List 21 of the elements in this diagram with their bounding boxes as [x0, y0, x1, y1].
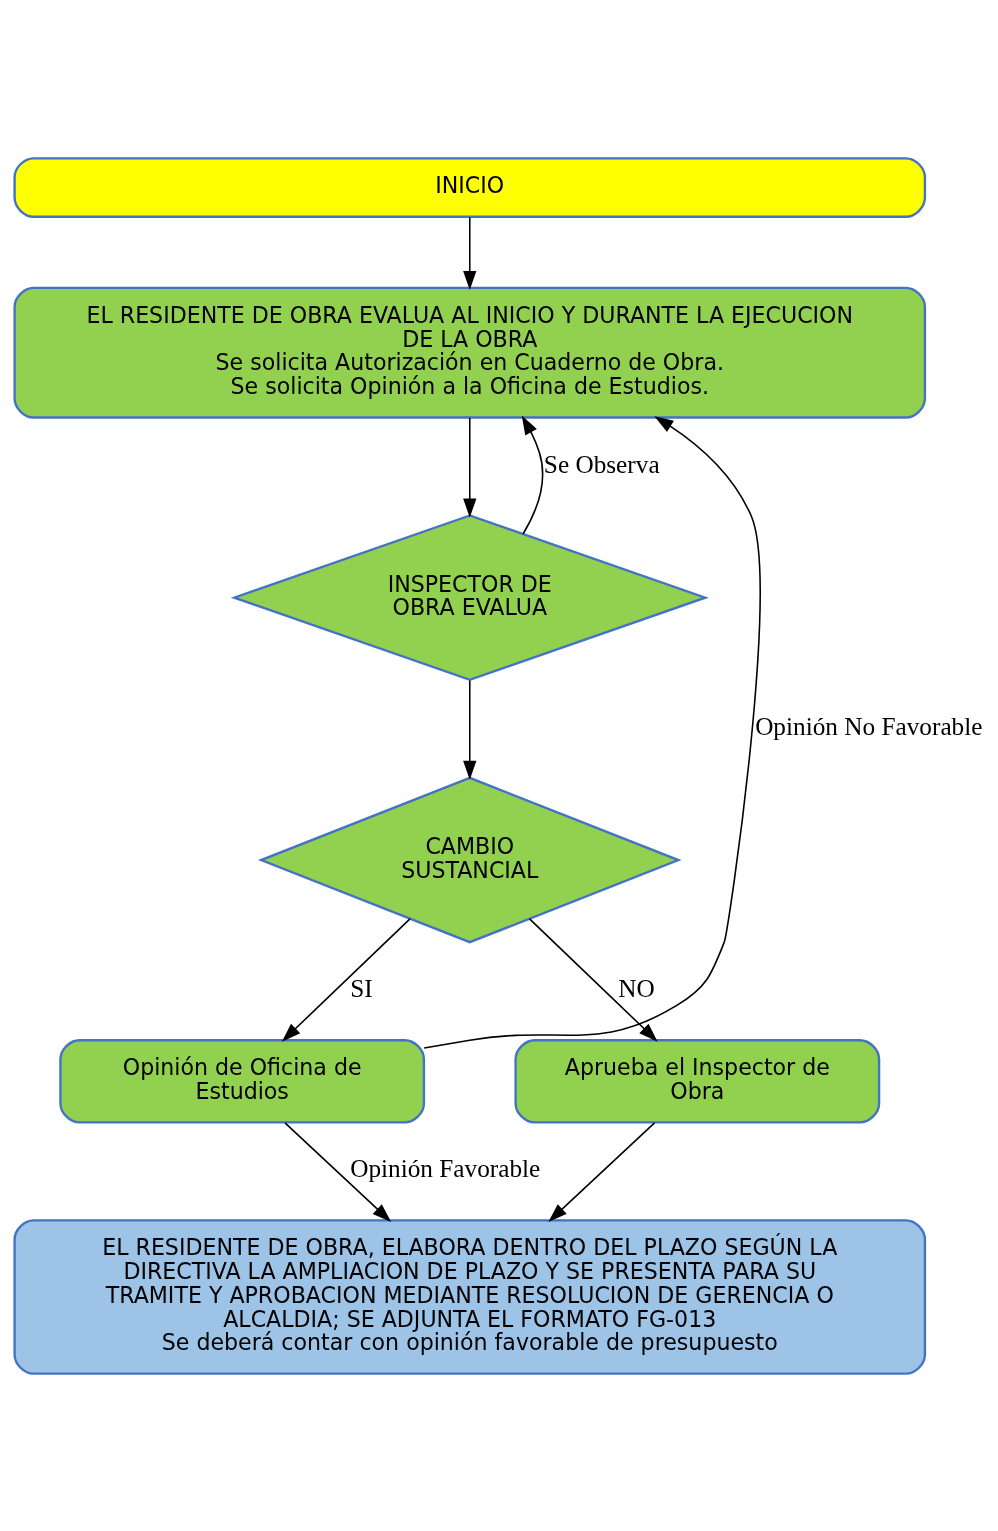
edge-label: Opinión No Favorable: [755, 711, 983, 740]
edge-label: NO: [618, 973, 655, 1002]
node-box: Opinión de Oficina de Estudios: [59, 1038, 426, 1124]
node-diamond: CAMBIO SUSTANCIAL: [257, 776, 682, 943]
node-box: Aprueba el Inspector de Obra: [514, 1038, 881, 1124]
edge-label: Se Observa: [543, 449, 660, 478]
node-box: EL RESIDENTE DE OBRA EVALUA AL INICIO Y DURANTE LA EJECUCION DE LA OBRA Se solicita Autorización en Cuaderno de Obra. Se solicita Opinión a la Oficina de Estudios.: [13, 286, 927, 419]
arrow: [521, 415, 544, 535]
edge-label: Opinión Favorable: [350, 1153, 541, 1182]
arrow: [281, 917, 411, 1042]
edge-label: SI: [350, 973, 373, 1002]
arrow: [528, 917, 658, 1042]
arrow: [423, 415, 761, 1049]
node-box: INICIO: [13, 156, 927, 218]
node-box: EL RESIDENTE DE OBRA, ELABORA DENTRO DEL PLAZO SEGÚN LA DIRECTIVA LA AMPLIACION DE PLAZO Y SE PRESENTA PARA SU TRAMITE Y APROBACION MEDIANTE RESOLUCION DE GERENCIA O ALCALDIA; SE ADJUNTA EL FORMATO FG-013 Se deberá contar con opinión favorable de presupuesto: [13, 1218, 927, 1375]
arrow: [463, 679, 477, 780]
arrow: [463, 416, 477, 518]
node-diamond: INSPECTOR DE OBRA EVALUA: [230, 513, 709, 681]
arrow: [548, 1121, 656, 1222]
arrow: [463, 216, 477, 290]
arrow: [284, 1121, 392, 1222]
